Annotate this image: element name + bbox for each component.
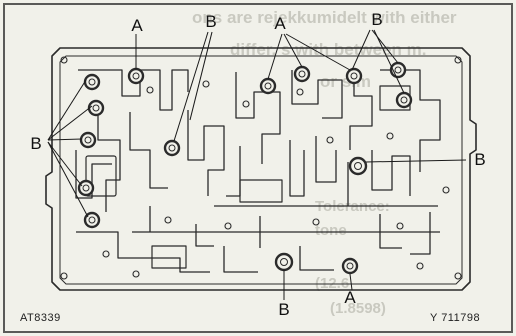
valve-body-outline xyxy=(45,47,477,291)
bolt xyxy=(163,139,181,157)
callout-a-bottom: A xyxy=(344,288,356,307)
bolt xyxy=(274,252,294,272)
leader-lines xyxy=(47,29,467,300)
callout-b-top-right: B xyxy=(371,10,383,29)
callout-b-right: B xyxy=(474,150,486,169)
bleed-text-line1: ons are rejekkumidelt with either xyxy=(192,8,457,27)
bolt xyxy=(345,67,363,85)
callout-b-top-center: B xyxy=(205,12,217,31)
bleed-text-table4: (1.8598) xyxy=(330,300,386,317)
callout-a-top-center: A xyxy=(274,14,286,33)
bolt xyxy=(395,91,413,109)
channel-network xyxy=(75,69,441,273)
figure-reference: Y 711798 xyxy=(430,312,481,324)
figure-frame xyxy=(3,3,513,333)
bolt xyxy=(79,131,97,149)
bolt xyxy=(77,179,95,197)
bolt xyxy=(341,257,359,275)
callout-a-top-left: A xyxy=(131,16,143,35)
bleed-text-table2: tone xyxy=(315,222,347,239)
figure-code: AT8339 xyxy=(20,312,61,324)
bolt xyxy=(83,211,101,229)
callout-b-bottom: B xyxy=(278,300,290,319)
bolt xyxy=(259,77,277,95)
callout-b-left: B xyxy=(30,134,42,153)
bolt xyxy=(127,67,145,85)
bolt xyxy=(87,99,105,117)
valve-body-inner-outline xyxy=(59,55,463,285)
bolt xyxy=(348,156,368,176)
bolt xyxy=(293,65,311,83)
bolt xyxy=(83,73,101,91)
